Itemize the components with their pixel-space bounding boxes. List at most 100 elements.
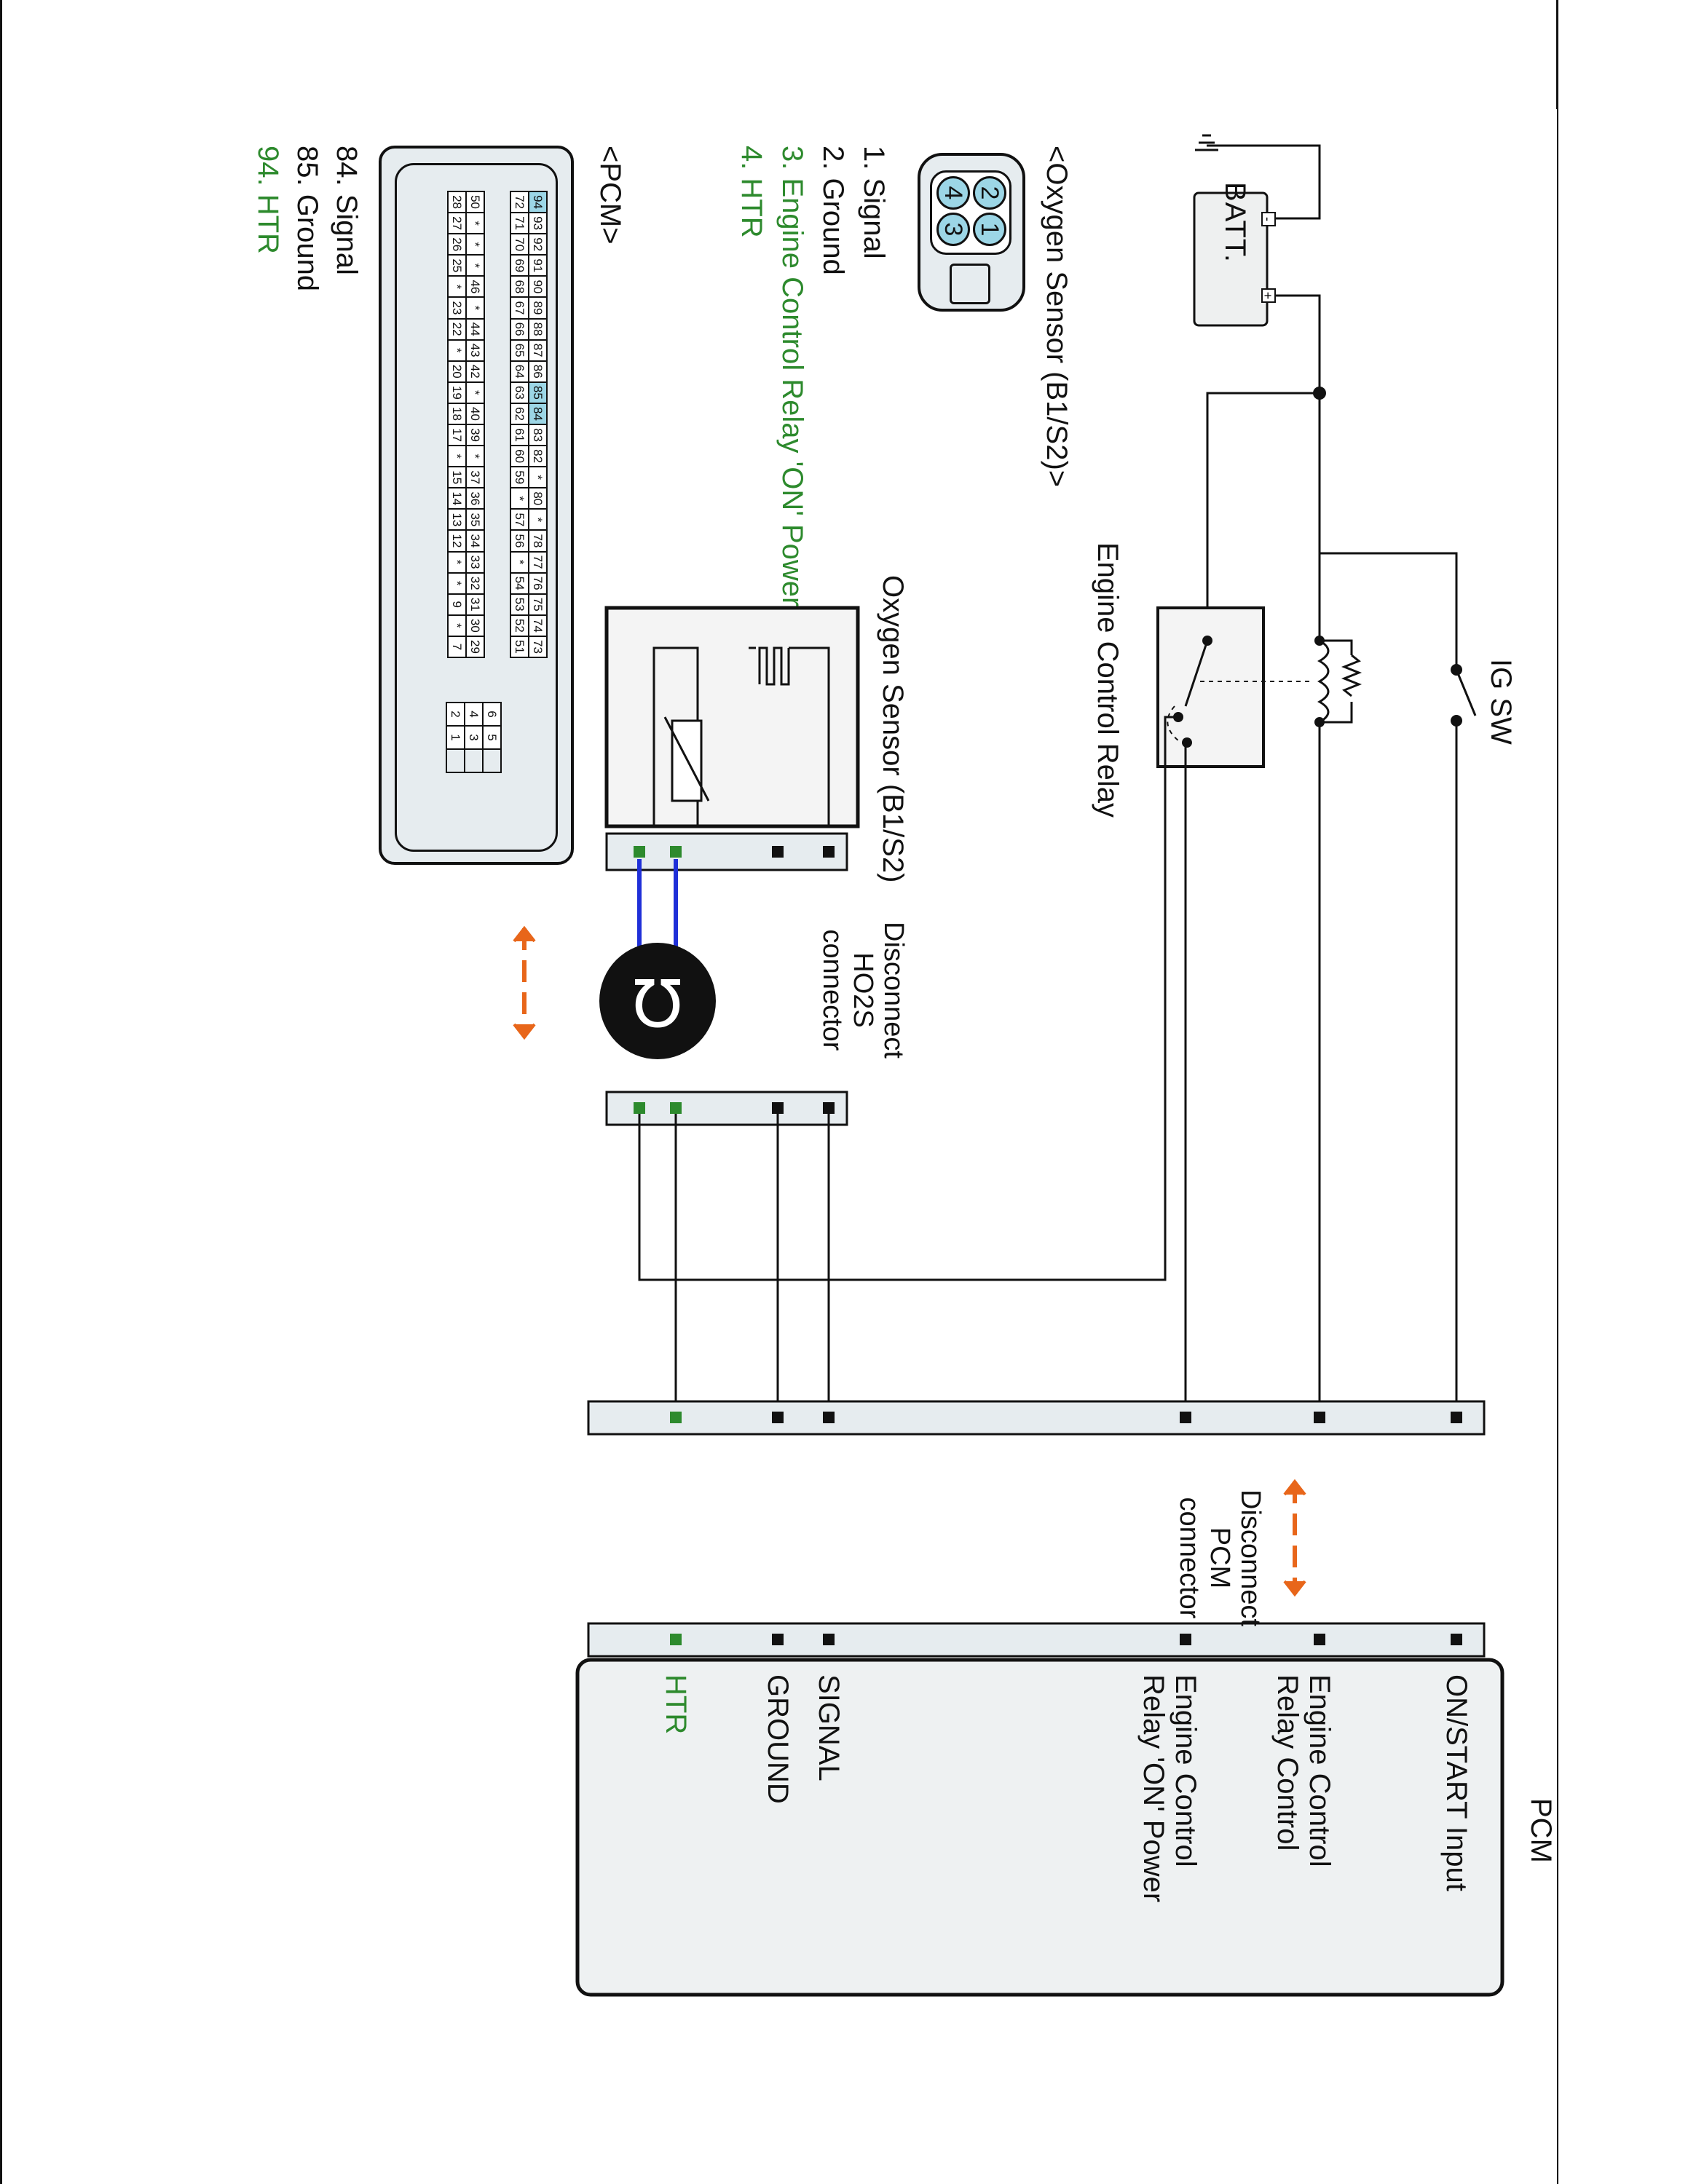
pcm-harness-pin — [1314, 1412, 1325, 1423]
label-line: connector — [1174, 1497, 1204, 1619]
pcm-cavity: 42 — [465, 361, 484, 383]
battery: -+ — [1193, 191, 1276, 327]
o2-cavity: 2 — [973, 176, 1006, 210]
pcm-pin-legend: 94. HTR — [252, 146, 284, 254]
pcm-small-cavity: 3 — [464, 727, 482, 750]
pcm-cavity: 37 — [465, 467, 484, 489]
pcm-cavity: 69 — [510, 256, 528, 277]
pcm-cavity: 64 — [510, 361, 528, 383]
pcm-harness-pin — [670, 1412, 682, 1423]
pcm-cavity: * — [465, 382, 484, 404]
sensor-element-icon — [652, 646, 830, 826]
pcm-cavity: 19 — [447, 382, 465, 404]
pcm-cavity: 46 — [465, 277, 484, 298]
pcm-cavity: 7 — [447, 636, 465, 658]
pcm-cavity: 51 — [510, 636, 528, 658]
pcm-cavity: 94 — [528, 192, 546, 214]
pcm-cavity: * — [465, 256, 484, 277]
pcm-pin-label: SIGNAL — [813, 1674, 845, 1781]
pcm-cavity: 39 — [465, 425, 484, 447]
pcm-cavity: * — [447, 615, 465, 637]
pcm-cavity: 9 — [447, 594, 465, 616]
pcm-cavity: 82 — [528, 446, 546, 468]
pcm-cavity: 15 — [447, 467, 465, 489]
harness-pin — [634, 1102, 645, 1114]
pcm-cavity: 25 — [447, 256, 465, 277]
label-line: Disconnect — [878, 922, 909, 1059]
pcm-cavity: 71 — [510, 213, 528, 235]
o2-cavity: 1 — [973, 213, 1006, 246]
ohmmeter-icon — [599, 943, 716, 1059]
pcm-cavity: 88 — [528, 319, 546, 341]
pcm-side-pin — [1180, 1634, 1191, 1645]
pcm-cavity: * — [465, 234, 484, 256]
pcm-cavity: 29 — [465, 636, 484, 658]
pcm-cavity: 78 — [528, 531, 546, 553]
pcm-cavity: 52 — [510, 615, 528, 637]
pcm-cavity: * — [447, 552, 465, 574]
ig-switch-label: IG SW — [1485, 659, 1517, 745]
pcm-side-pin — [670, 1634, 682, 1645]
label-line: Disconnect — [1235, 1489, 1266, 1626]
relay-box — [1156, 606, 1265, 768]
pcm-cavity: 65 — [510, 340, 528, 362]
pcm-small-cavity — [482, 750, 500, 773]
pcm-cavity: 35 — [465, 510, 484, 531]
relay-label: Engine Control Relay — [1092, 542, 1124, 818]
relay-coil-icon — [1314, 636, 1362, 727]
pcm-cavity: * — [510, 488, 528, 510]
pcm-small-cavity: 2 — [446, 703, 464, 727]
disconnect-arrow-icon — [513, 925, 536, 1040]
disconnect-arrow-icon — [1283, 1479, 1306, 1597]
oxygen-sensor-box — [604, 606, 860, 828]
pcm-pin-label: GROUND — [762, 1674, 794, 1804]
pcm-cavity: 22 — [447, 319, 465, 341]
label-line: PCM — [1204, 1527, 1235, 1589]
pcm-cavity: 84 — [528, 403, 546, 425]
pcm-cavity: 57 — [510, 510, 528, 531]
pcm-cavity: 50 — [465, 192, 484, 214]
pcm-harness-pin — [823, 1412, 835, 1423]
pcm-cavity: 40 — [465, 403, 484, 425]
pcm-box — [575, 1658, 1504, 1997]
pcm-cavity: 60 — [510, 446, 528, 468]
pcm-side-connector — [587, 1622, 1486, 1658]
pcm-harness-connector — [587, 1400, 1486, 1436]
pcm-cavity: * — [465, 446, 484, 468]
harness-pin — [772, 1102, 784, 1114]
pcm-cavity: 12 — [447, 531, 465, 553]
pcm-cavity: 20 — [447, 361, 465, 383]
pcm-cavity: * — [447, 277, 465, 298]
pcm-cavity: 36 — [465, 488, 484, 510]
o2-cavity: 4 — [936, 176, 970, 210]
pcm-cavity: 63 — [510, 382, 528, 404]
pcm-cavity: 74 — [528, 615, 546, 637]
pcm-cavity: 34 — [465, 531, 484, 553]
pcm-cavity: 93 — [528, 213, 546, 235]
pcm-cavity: * — [510, 552, 528, 574]
pcm-small-cavity: 1 — [446, 727, 464, 750]
pcm-small-cavity: 6 — [482, 703, 500, 727]
pcm-cavity: 44 — [465, 319, 484, 341]
battery-label: BATT. — [1219, 182, 1251, 263]
pcm-cavity: 89 — [528, 298, 546, 320]
ohm-symbol: Ω — [633, 963, 683, 1040]
pcm-cavity: 43 — [465, 340, 484, 362]
label-line: connector — [817, 929, 848, 1051]
pcm-cavity: 13 — [447, 510, 465, 531]
o2-connector-title: <Oxygen Sensor (B1/S2)> — [1041, 146, 1073, 488]
sensor-pin — [823, 846, 835, 858]
harness-pin — [823, 1102, 835, 1114]
pcm-title: PCM — [1525, 1798, 1557, 1863]
pcm-cavity: 62 — [510, 403, 528, 425]
pcm-pin-label: ON/START Input — [1440, 1674, 1472, 1891]
pcm-cavity: 23 — [447, 298, 465, 320]
pcm-side-pin — [1314, 1634, 1325, 1645]
pcm-cavity: 61 — [510, 425, 528, 447]
o2-cavity: 3 — [936, 213, 970, 246]
pcm-cavity: 70 — [510, 234, 528, 256]
